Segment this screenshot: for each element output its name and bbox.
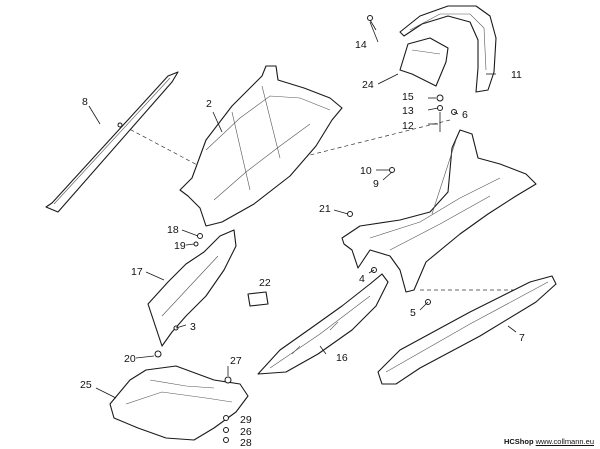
callout-8: 8 bbox=[82, 96, 88, 108]
callout-labels: 2 3 4 5 6 7 8 9 10 11 12 13 14 15 16 17 … bbox=[80, 39, 525, 449]
part-24-bracket bbox=[399, 37, 449, 87]
callout-9: 9 bbox=[373, 178, 379, 190]
footer-site-link[interactable]: www.collmann.eu bbox=[535, 437, 594, 446]
callout-25: 25 bbox=[80, 379, 92, 391]
callout-6: 6 bbox=[462, 109, 468, 121]
callout-29: 29 bbox=[240, 414, 252, 426]
part-16-lower-panel bbox=[257, 273, 389, 375]
callout-2: 2 bbox=[206, 98, 212, 110]
callout-15: 15 bbox=[402, 91, 414, 103]
callout-22: 22 bbox=[259, 277, 271, 289]
callout-18: 18 bbox=[167, 224, 179, 236]
part-7-running-board bbox=[377, 275, 557, 385]
footer-shop: HCShop bbox=[503, 437, 534, 446]
callout-11: 11 bbox=[511, 69, 522, 81]
callout-24: 24 bbox=[362, 79, 374, 91]
callout-4: 4 bbox=[359, 273, 365, 285]
part-25-under-tray bbox=[109, 365, 249, 441]
callout-14: 14 bbox=[355, 39, 367, 51]
part-11-grab-handle bbox=[399, 5, 497, 93]
callout-13: 13 bbox=[402, 105, 414, 117]
part-2-leg-shield bbox=[179, 65, 343, 227]
callout-7: 7 bbox=[519, 332, 525, 344]
leader-lines bbox=[88, 21, 517, 399]
part-8-side-rail bbox=[45, 71, 179, 213]
callout-3: 3 bbox=[190, 321, 196, 333]
part-17-lower-front-panel bbox=[147, 229, 237, 347]
callout-19: 19 bbox=[174, 240, 186, 252]
callout-21: 21 bbox=[319, 203, 331, 215]
callout-5: 5 bbox=[410, 307, 416, 319]
part-22-clip bbox=[247, 291, 269, 307]
part-9-side-cover bbox=[341, 129, 537, 293]
callout-16: 16 bbox=[336, 352, 348, 364]
callout-27: 27 bbox=[230, 355, 242, 367]
callout-20: 20 bbox=[124, 353, 136, 365]
callout-10: 10 bbox=[360, 165, 372, 177]
callout-12: 12 bbox=[402, 120, 414, 132]
callout-28: 28 bbox=[240, 437, 252, 449]
footer-watermark: HCShop www.collmann.eu bbox=[504, 437, 594, 446]
callout-17: 17 bbox=[131, 266, 143, 278]
callout-26: 26 bbox=[240, 426, 252, 438]
